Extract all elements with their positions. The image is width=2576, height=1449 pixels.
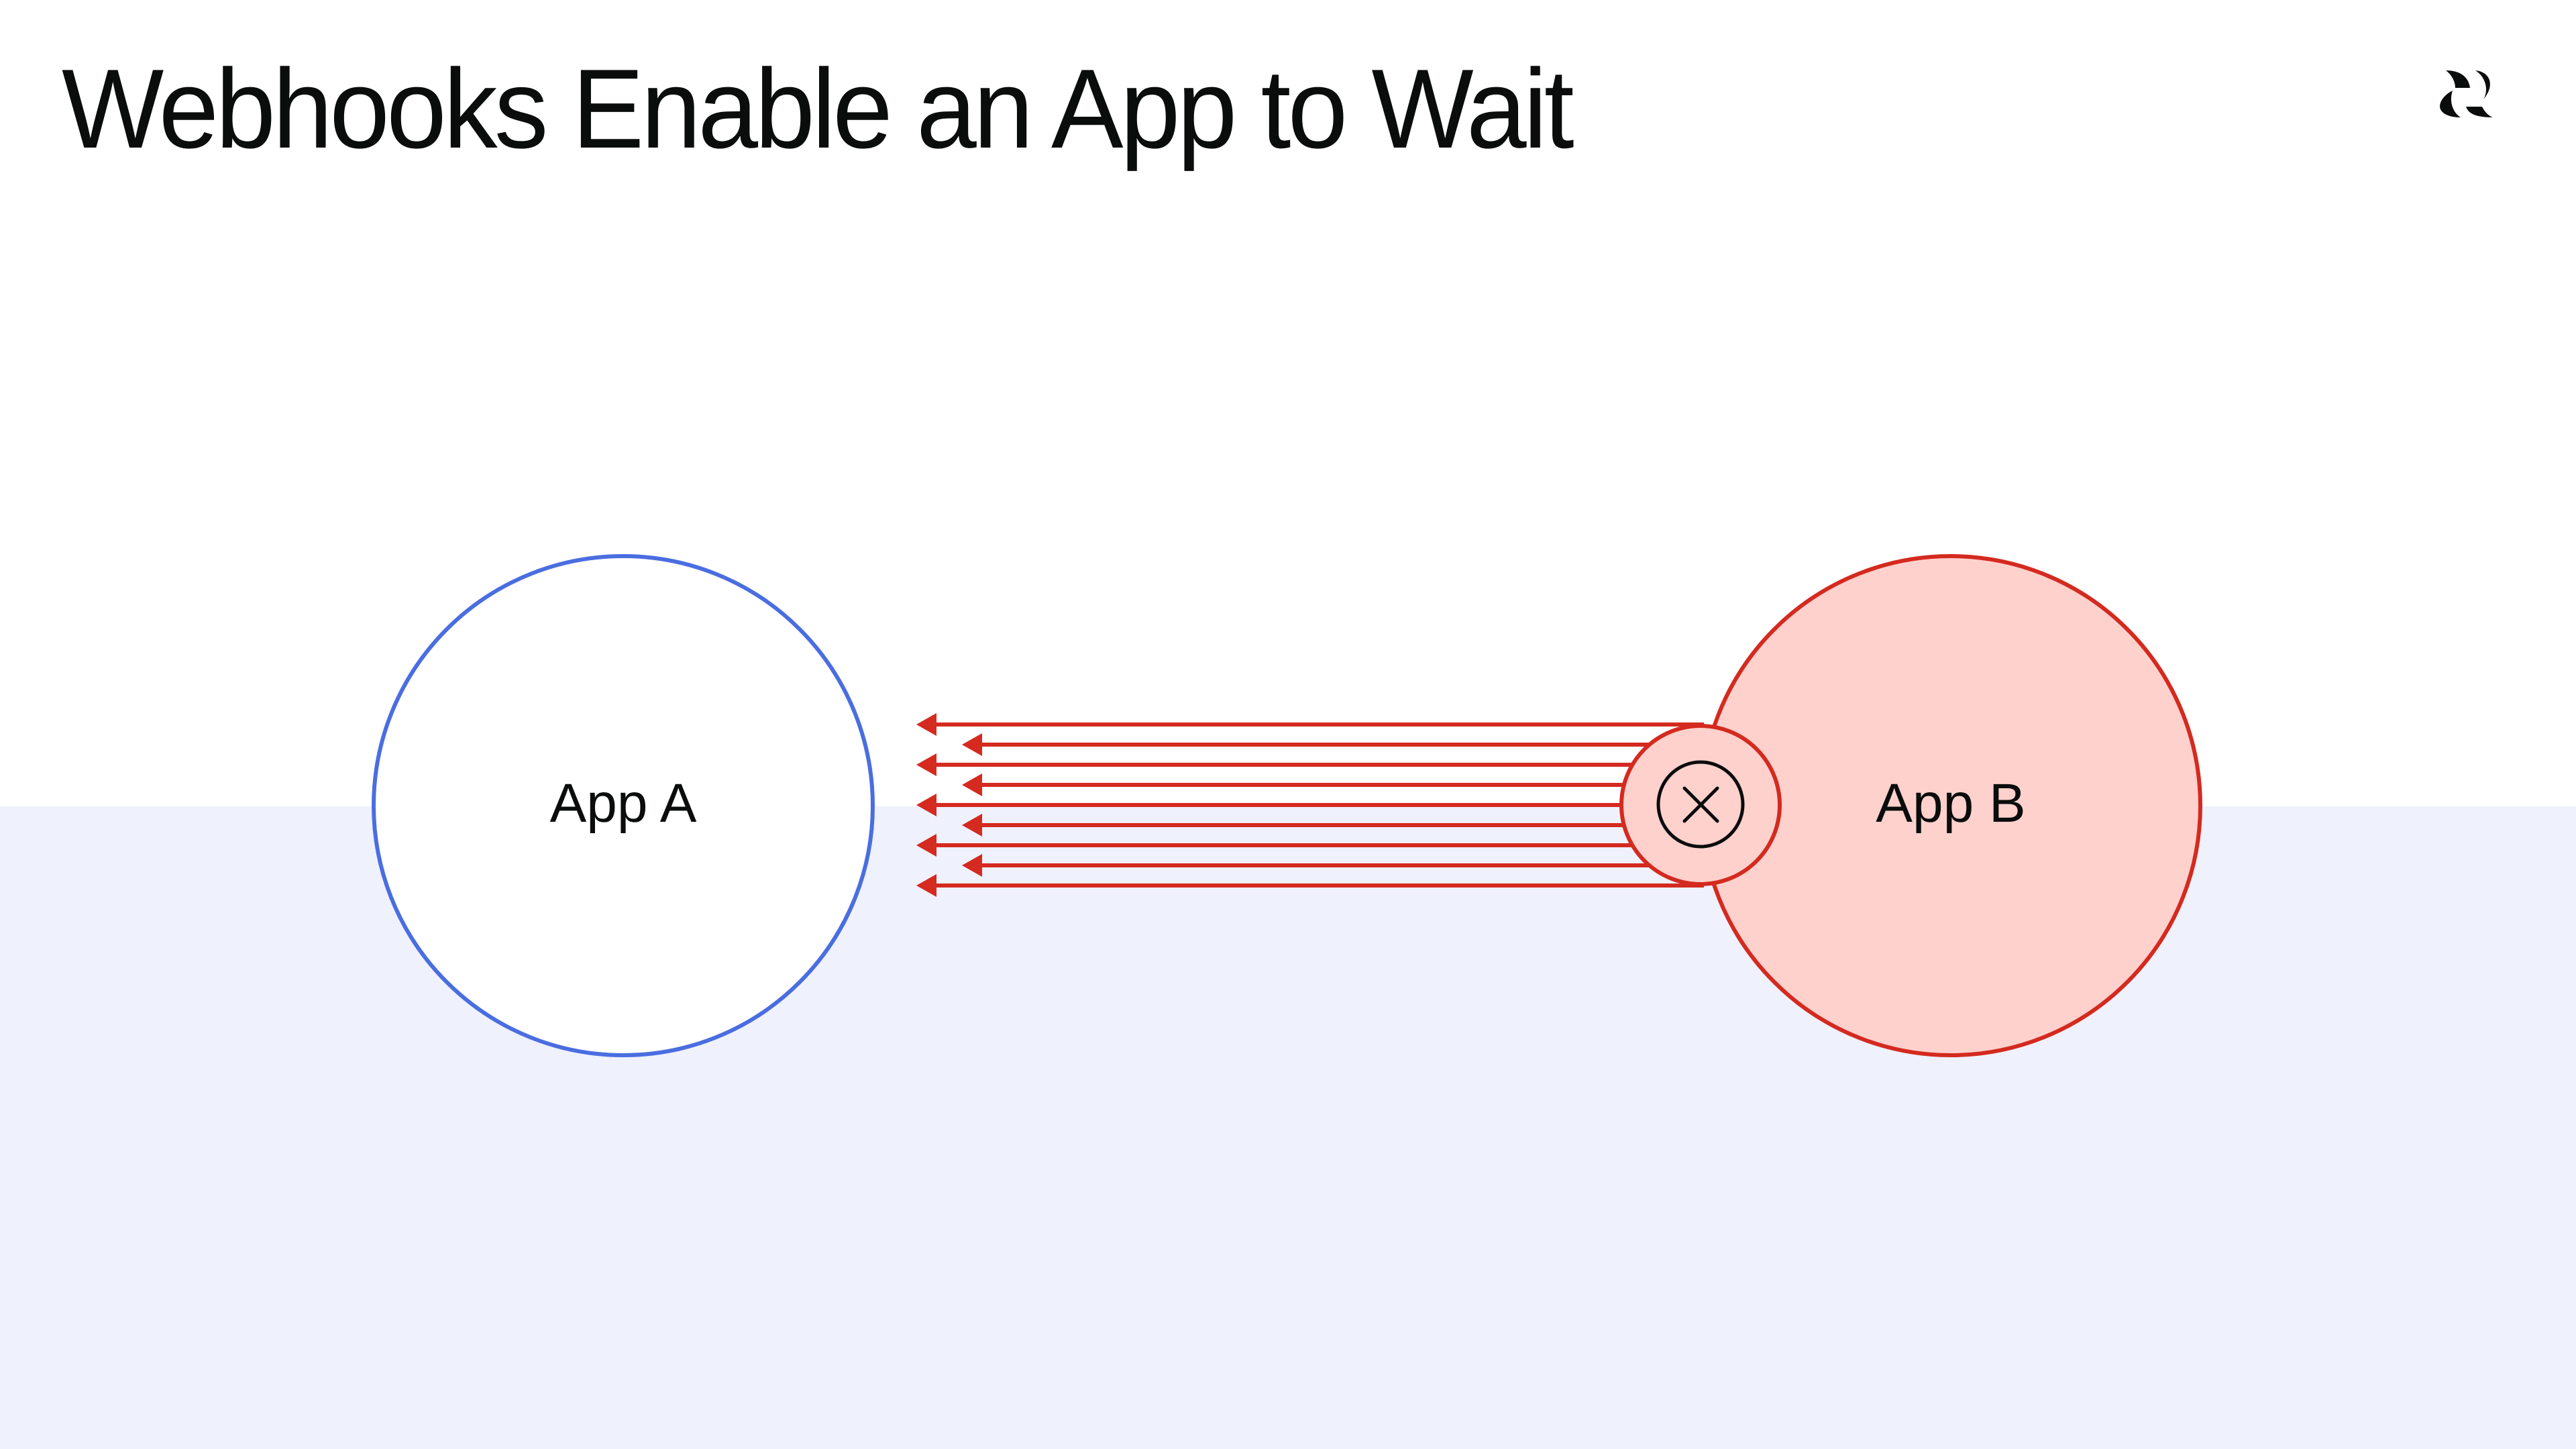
app-b-label: App B bbox=[1876, 773, 2026, 834]
app-a-label: App A bbox=[549, 773, 697, 834]
brand-logo-icon bbox=[2440, 70, 2493, 117]
slide-title: Webhooks Enable an App to Wait bbox=[62, 46, 1574, 172]
x-circle-icon bbox=[1656, 760, 1745, 849]
app-a-node bbox=[372, 554, 875, 1057]
webhook-arrows bbox=[916, 713, 1704, 897]
